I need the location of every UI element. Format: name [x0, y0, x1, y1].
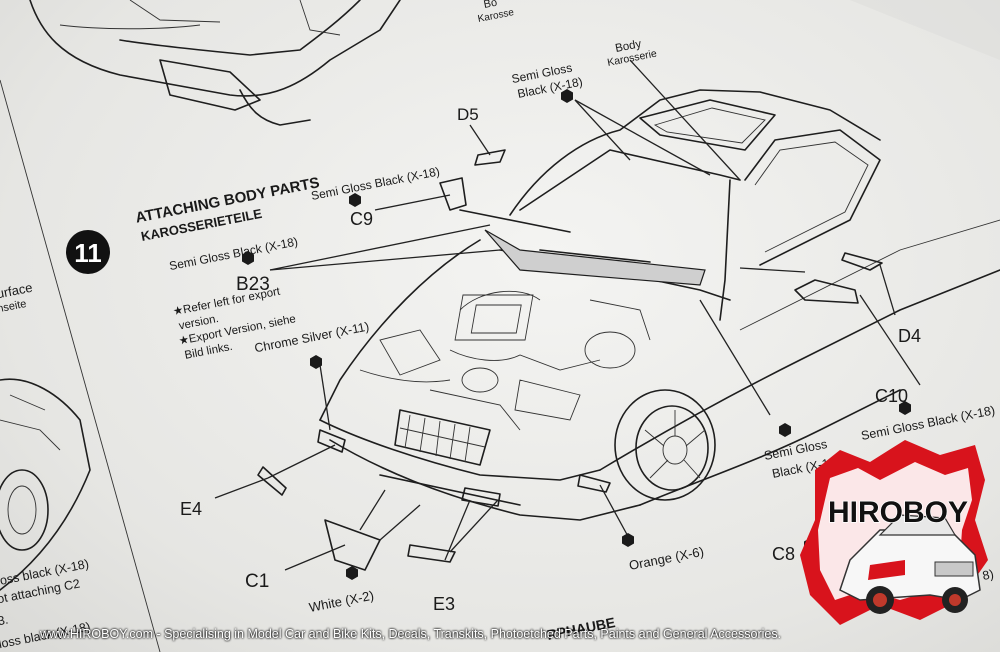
step-number: 11 [74, 238, 102, 268]
partial-right-label: 8) [981, 567, 995, 583]
left-partial-car-drawing [0, 378, 91, 591]
footer-watermark-text: www.HIROBOY.com - Specialising in Model … [40, 627, 782, 641]
part-c1: C1 [245, 571, 269, 592]
partial-top-label-2: Karosse [477, 7, 516, 25]
step-number-badge [66, 230, 110, 274]
part-c9: C9 [350, 209, 373, 229]
label-c9-paint: Semi Gloss Black (X-18) [310, 164, 441, 203]
label-body: Body [614, 38, 642, 55]
part-d4: D4 [898, 326, 921, 346]
part-c8: C8 [772, 544, 795, 564]
partial-top-label: Bo [483, 0, 499, 11]
part-c10: C10 [875, 386, 908, 406]
label-white: White (X-2) [308, 588, 375, 615]
loose-parts [257, 149, 883, 571]
hiroboy-logo-text: HIROBOY [828, 496, 968, 529]
label-orange: Orange (X-6) [628, 544, 705, 573]
previous-step-car-drawing [29, 0, 401, 126]
part-b23: B23 [236, 274, 270, 295]
part-e4: E4 [180, 499, 202, 519]
leader-lines [214, 59, 921, 571]
label-b23-paint: Semi Gloss Black (X-18) [168, 234, 299, 273]
hiroboy-logo: HIROBOY [800, 440, 988, 625]
partial-left-1: urface [0, 280, 34, 302]
partial-left-2: nseite [0, 298, 27, 315]
partial-left-5: 3. [0, 613, 9, 629]
label-c10-paint: Semi Gloss Black (X-18) [860, 403, 996, 443]
part-d5: D5 [457, 105, 479, 124]
part-e3: E3 [433, 594, 455, 614]
